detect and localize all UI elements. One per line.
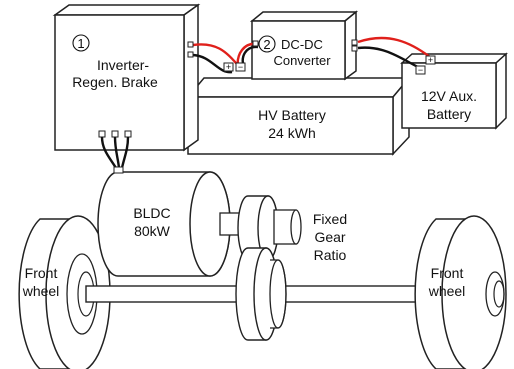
svg-text:+: + bbox=[226, 62, 231, 72]
aux-battery-label-line2: Battery bbox=[427, 106, 471, 122]
inverter-number: 1 bbox=[77, 36, 84, 51]
converter-label: 2 DC-DC Converter bbox=[258, 35, 331, 68]
aux-battery-terminals: + − bbox=[415, 55, 436, 75]
inverter-label-line2: Regen. Brake bbox=[72, 74, 158, 90]
wires-converter-aux bbox=[351, 36, 431, 70]
dc-dc-converter bbox=[249, 10, 359, 81]
right-wheel-label: Front wheel bbox=[428, 265, 466, 299]
left-wheel bbox=[18, 215, 111, 369]
gear-label-line2: Gear bbox=[314, 229, 345, 245]
motor-label: BLDC 80kW bbox=[133, 205, 170, 239]
right-wheel-label-line2: wheel bbox=[428, 283, 466, 299]
svg-text:−: − bbox=[418, 65, 423, 75]
converter-label-line1: DC-DC bbox=[281, 37, 323, 52]
aux-battery-label-line1: 12V Aux. bbox=[421, 88, 477, 104]
gear-label: Fixed Gear Ratio bbox=[313, 211, 347, 263]
aux-battery-label: 12V Aux. Battery bbox=[421, 88, 477, 122]
inverter-label-line1: Inverter- bbox=[97, 57, 149, 73]
svg-text:−: − bbox=[238, 62, 243, 72]
hv-battery-terminals: + − bbox=[223, 62, 246, 72]
inverter-regen-brake bbox=[52, 3, 201, 152]
motor-label-line1: BLDC bbox=[133, 205, 170, 221]
hv-battery bbox=[186, 75, 411, 156]
left-wheel-label-line2: wheel bbox=[22, 283, 60, 299]
converter-label-line2: Converter bbox=[273, 53, 331, 68]
gear-label-line3: Ratio bbox=[314, 247, 347, 263]
inverter-label: 1 Inverter- Regen. Brake bbox=[72, 34, 158, 90]
left-wheel-label-line1: Front bbox=[25, 265, 58, 281]
hv-battery-label-line1: HV Battery bbox=[258, 107, 326, 123]
hv-battery-label: HV Battery 24 kWh bbox=[258, 107, 326, 141]
gear-label-line1: Fixed bbox=[313, 211, 347, 227]
wires-inverter-motor bbox=[98, 130, 132, 174]
hv-battery-label-line2: 24 kWh bbox=[268, 125, 315, 141]
svg-text:+: + bbox=[428, 55, 433, 65]
bldc-motor bbox=[97, 171, 257, 277]
right-wheel bbox=[414, 215, 507, 369]
right-wheel-label-line1: Front bbox=[431, 265, 464, 281]
left-wheel-label: Front wheel bbox=[22, 265, 60, 299]
gear-set bbox=[235, 195, 302, 341]
converter-number: 2 bbox=[263, 37, 270, 52]
motor-label-line2: 80kW bbox=[134, 223, 171, 239]
